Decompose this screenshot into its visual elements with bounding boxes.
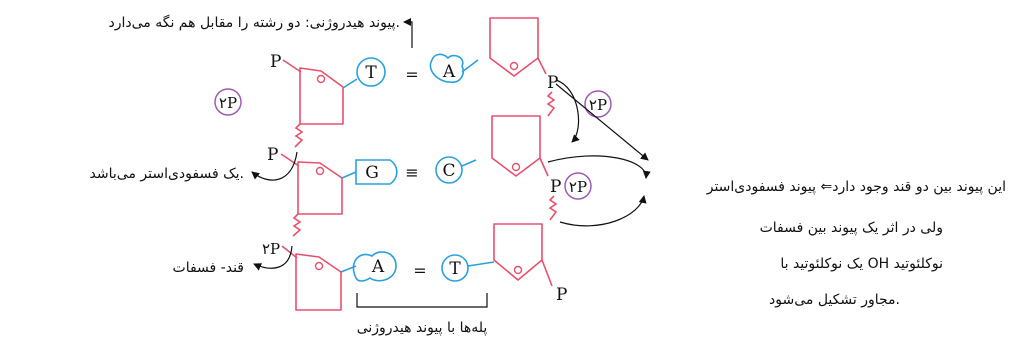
two-p-badge xyxy=(214,88,242,116)
right-note-line3: یک نوکلئوتید با OH نوکلئوتید xyxy=(780,256,943,272)
base-label: C xyxy=(442,161,455,181)
base-G xyxy=(355,159,398,185)
bases-bracket xyxy=(356,293,488,308)
two-p-badge xyxy=(584,90,612,118)
sugar-ring-oxygen xyxy=(316,74,326,84)
phosphodiester-zigzag xyxy=(294,123,304,148)
base-T xyxy=(356,57,386,87)
two-p-inline: ۲P xyxy=(262,240,280,258)
base-label: G xyxy=(365,163,379,183)
sugar-pentagon xyxy=(297,161,343,215)
base-label: T xyxy=(365,63,377,83)
phosphate-label: P xyxy=(556,285,567,305)
hydrogen-bond-arrow xyxy=(403,18,413,48)
double-bond-symbol: = xyxy=(405,65,418,84)
right-strand: A P ۲P C P ۲P T P xyxy=(429,17,651,305)
phosphate-bond xyxy=(541,259,553,287)
base-bond xyxy=(461,59,479,73)
base-T xyxy=(441,254,469,282)
two-p-label: ۲P xyxy=(589,96,607,114)
phosphate-label: P xyxy=(550,177,561,197)
curved-arrow xyxy=(555,79,580,143)
phosphate-label: P xyxy=(547,73,558,93)
base-bond xyxy=(461,159,477,167)
sugar-ring-oxygen xyxy=(511,162,521,172)
left-strand: P T ۲P P G ۲P A xyxy=(214,52,398,311)
sugar-pentagon xyxy=(493,223,543,281)
base-label: A xyxy=(371,257,385,277)
phosphate-bond xyxy=(537,57,547,75)
phosphodiester-zigzag xyxy=(546,91,556,117)
sugar-pentagon xyxy=(295,253,342,311)
curved-arrow xyxy=(559,195,647,227)
phosphodiester-one-label: یک فسفودی‌استر می‌باشد. xyxy=(90,166,244,182)
two-p-label: ۲P xyxy=(219,94,237,112)
sugar-ring-oxygen xyxy=(509,61,519,71)
phosphate-label: P xyxy=(270,52,281,72)
curved-arrow xyxy=(547,155,651,179)
phosphate-bond xyxy=(280,153,300,167)
base-bond xyxy=(342,78,358,89)
sugar-phosphate-arrow xyxy=(253,245,293,271)
sugar-phosphate-label: قند- فسفات xyxy=(173,260,244,276)
sugar-ring-oxygen xyxy=(315,166,325,176)
double-bond-symbol: = xyxy=(413,261,426,280)
sugar-ring-oxygen xyxy=(314,261,324,271)
sugar-pentagon xyxy=(299,67,344,125)
base-label: T xyxy=(449,259,461,279)
phosphodiester-pointer xyxy=(555,83,649,161)
right-note-line4: مجاور تشکیل می‌شود. xyxy=(769,292,900,308)
phosphate-bond xyxy=(281,245,298,259)
right-note-line2: ولی در اثر یک پیوند بین فسفات xyxy=(760,220,943,236)
base-bond xyxy=(467,261,495,267)
base-C xyxy=(435,156,463,184)
sugar-pentagon xyxy=(489,17,539,77)
base-A xyxy=(429,53,465,84)
right-note-line1: این پیوند بین دو قند وجود دارد⇐ پیوند فس… xyxy=(706,179,1006,195)
phosphodiester-zigzag xyxy=(292,213,302,237)
bases-note: پله‌ها با پیوند هیدروژنی xyxy=(357,320,488,336)
sugar-pentagon xyxy=(491,115,541,177)
phosphate-bond xyxy=(282,59,302,73)
phosphodiester-zigzag xyxy=(548,195,558,221)
phosphodiester-arrow xyxy=(251,151,298,181)
two-p-badge xyxy=(564,172,592,200)
phosphate-bond xyxy=(539,157,549,177)
base-bond xyxy=(341,171,357,179)
triple-bond-symbol: ≡ xyxy=(405,163,418,182)
base-A xyxy=(352,251,397,282)
hydrogen-bond-note: پیوند هیدروژنی: دو رشته را مقابل هم نگه … xyxy=(108,14,400,31)
base-label: A xyxy=(442,62,456,82)
sugar-ring-oxygen xyxy=(513,265,523,275)
two-p-label: ۲P xyxy=(569,178,587,196)
phosphate-label: P xyxy=(267,145,278,165)
